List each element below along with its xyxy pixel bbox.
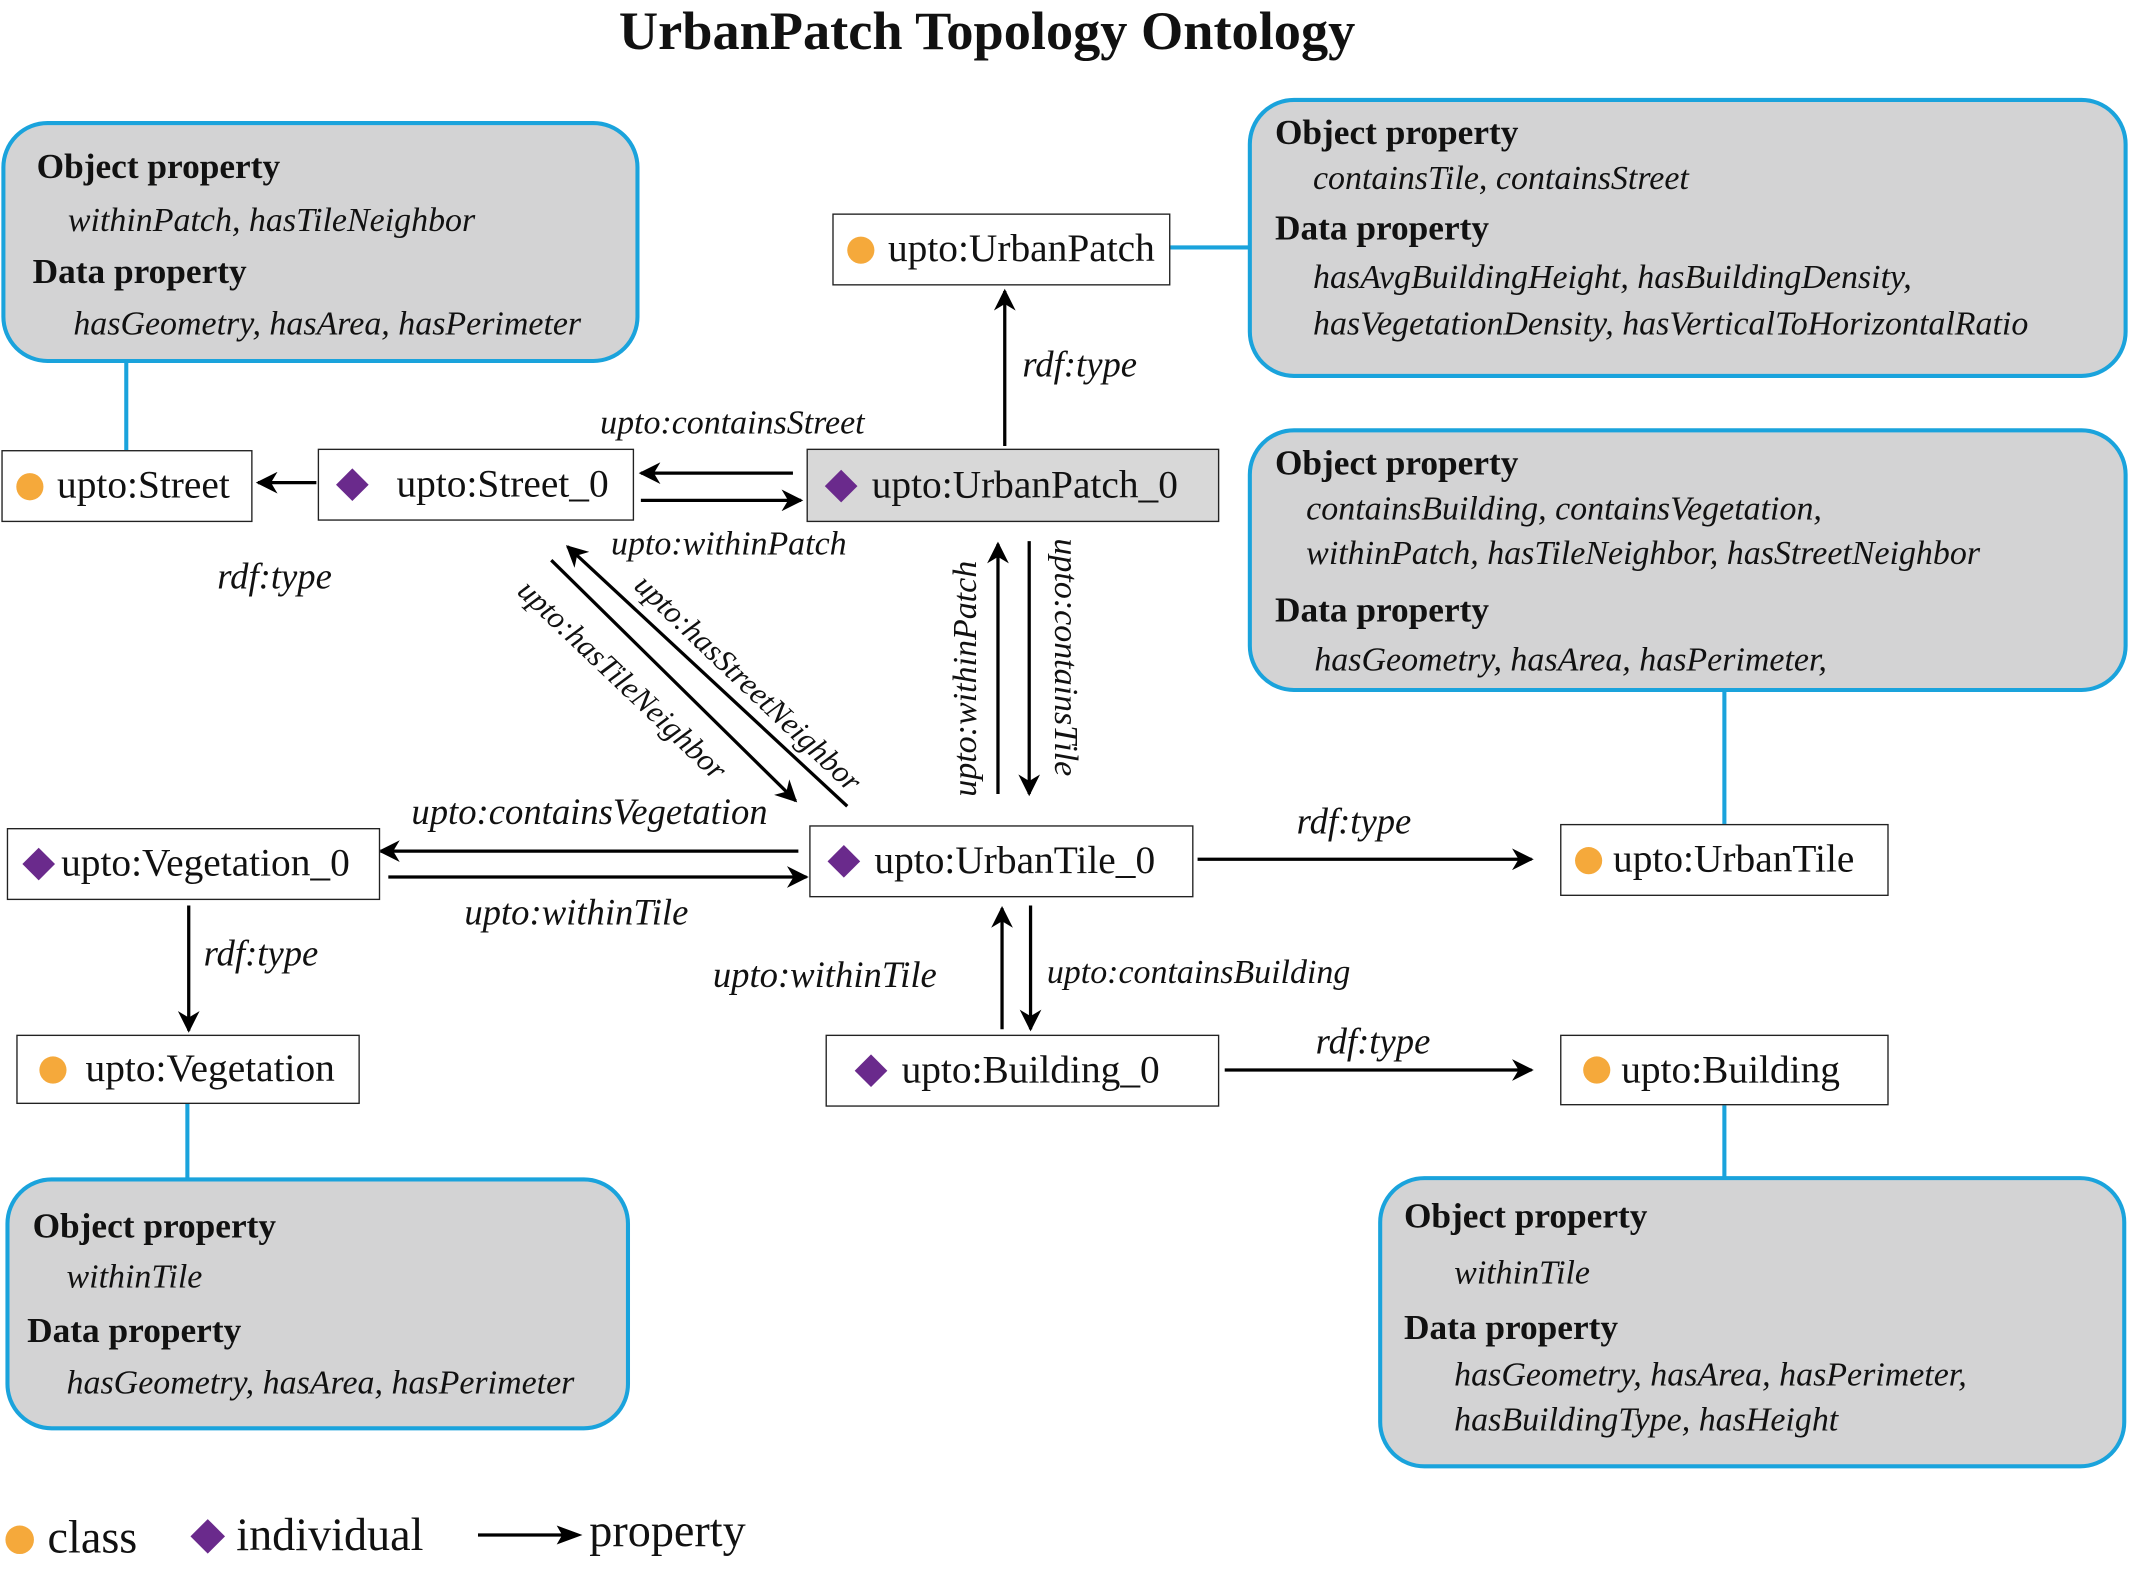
label-rdf-type-urbanpatch: rdf:type — [1022, 344, 1137, 385]
panel-street-data-value: hasGeometry, hasArea, hasPerimeter — [73, 305, 582, 343]
label-tile-within-patch: upto:withinPatch — [947, 561, 984, 797]
node-vegetation-class: upto:Vegetation — [16, 1034, 360, 1105]
label-contains-vegetation: upto:containsVegetation — [411, 791, 767, 832]
panel-vegetation-data-value: hasGeometry, hasArea, hasPerimeter — [66, 1365, 575, 1402]
diagram-title: UrbanPatch Topology Ontology — [618, 0, 1356, 62]
panel-building-data-value-1: hasGeometry, hasArea, hasPerimeter, — [1454, 1356, 1967, 1394]
individual-marker-icon — [22, 847, 56, 881]
panel-vegetation-object-value: withinTile — [66, 1259, 203, 1296]
legend-class-label: class — [47, 1513, 138, 1564]
label-vegetation-within-tile: upto:withinTile — [464, 892, 688, 933]
class-marker-icon — [5, 1524, 34, 1554]
node-label: upto:Street — [57, 463, 230, 508]
panel-vegetation-data-heading: Data property — [27, 1310, 242, 1351]
node-label: upto:Building — [1621, 1047, 1840, 1092]
panel-street: Object property withinPatch, hasTileNeig… — [1, 121, 640, 364]
panel-building-object-value: withinTile — [1454, 1254, 1591, 1292]
node-label: upto:Vegetation_0 — [61, 841, 350, 886]
label-street-within-patch: upto:withinPatch — [611, 526, 847, 563]
node-label: upto:UrbanPatch — [887, 227, 1155, 271]
node-label: upto:UrbanPatch_0 — [871, 462, 1178, 507]
label-rdf-type-vegetation: rdf:type — [204, 932, 319, 973]
panel-vegetation: Object property withinTile Data property… — [5, 1177, 631, 1431]
node-urbantile-class: upto:UrbanTile — [1560, 823, 1889, 896]
arrow-has-street-neighbor — [565, 545, 849, 808]
panel-urbantile-data-heading: Data property — [1274, 590, 1490, 630]
legend-arrow-icon — [477, 1525, 583, 1545]
label-rdf-type-urbantile: rdf:type — [1297, 800, 1412, 841]
node-urbanpatch-class: upto:UrbanPatch — [832, 213, 1171, 286]
node-label: upto:Building_0 — [901, 1048, 1160, 1092]
class-marker-icon — [847, 235, 875, 264]
label-has-tile-neighbor: upto:hasTileNeighbor — [511, 572, 735, 787]
individual-marker-icon — [824, 469, 858, 502]
label-rdf-type-building: rdf:type — [1316, 1021, 1431, 1062]
class-marker-icon — [39, 1055, 67, 1083]
label-contains-tile: upto:containsTile — [1047, 538, 1084, 776]
node-building-class: upto:Building — [1560, 1034, 1889, 1106]
node-label: upto:UrbanTile_0 — [874, 838, 1156, 883]
node-street-class: upto:Street — [1, 450, 253, 523]
legend-property-label: property — [589, 1506, 746, 1557]
individual-marker-icon — [854, 1054, 888, 1088]
node-street-0: upto:Street_0 — [317, 448, 635, 521]
panel-street-object-heading: Object property — [36, 146, 281, 187]
panel-street-object-value: withinPatch, hasTileNeighbor — [67, 202, 476, 240]
individual-marker-icon — [190, 1519, 226, 1554]
panel-urbantile-object-value-2: withinPatch, hasTileNeighbor, hasStreetN… — [1306, 535, 1981, 573]
node-urbanpatch-0: upto:UrbanPatch_0 — [806, 448, 1220, 523]
panel-urbantile: Object property containsBuilding, contai… — [1247, 428, 2128, 693]
panel-urbantile-object-heading: Object property — [1274, 443, 1519, 483]
label-building-within-tile: upto:withinTile — [713, 954, 937, 995]
label-has-street-neighbor: upto:hasStreetNeighbor — [628, 567, 870, 799]
panel-urbanpatch-data-value-2: hasVegetationDensity, hasVerticalToHoriz… — [1312, 305, 2029, 343]
legend-individual: individual — [190, 1511, 423, 1563]
label-rdf-type-street: rdf:type — [217, 556, 332, 597]
panel-urbanpatch-data-heading: Data property — [1274, 208, 1490, 248]
legend-class: class — [5, 1513, 137, 1565]
individual-marker-icon — [827, 844, 861, 878]
panel-building-object-heading: Object property — [1403, 1196, 1648, 1236]
individual-marker-icon — [336, 468, 369, 502]
panel-street-data-heading: Data property — [32, 251, 247, 291]
node-label: upto:Vegetation — [85, 1046, 335, 1091]
panel-building-data-heading: Data property — [1403, 1307, 1619, 1348]
class-marker-icon — [1575, 846, 1603, 874]
label-contains-street: upto:containsStreet — [600, 405, 866, 442]
node-urbantile-0: upto:UrbanTile_0 — [809, 825, 1194, 898]
node-building-0: upto:Building_0 — [825, 1034, 1220, 1107]
node-vegetation-0: upto:Vegetation_0 — [6, 828, 381, 901]
panel-urbanpatch: Object property containsTile, containsSt… — [1247, 97, 2128, 378]
arrow-has-tile-neighbor — [550, 558, 798, 803]
panel-building: Object property withinTile Data property… — [1378, 1176, 2127, 1469]
panel-urbantile-data-value: hasGeometry, hasArea, hasPerimeter, — [1314, 641, 1827, 679]
panel-vegetation-object-heading: Object property — [32, 1205, 277, 1246]
class-marker-icon — [16, 472, 44, 500]
label-contains-building: upto:containsBuilding — [1047, 954, 1350, 991]
panel-urbanpatch-object-value: containsTile, containsStreet — [1312, 160, 1689, 198]
panel-urbanpatch-data-value-1: hasAvgBuildingHeight, hasBuildingDensity… — [1312, 259, 1912, 297]
node-label: upto:Street_0 — [396, 462, 609, 506]
legend-property: property — [477, 1506, 746, 1558]
node-label: upto:UrbanTile — [1613, 837, 1855, 882]
panel-building-data-value-2: hasBuildingType, hasHeight — [1454, 1401, 1839, 1439]
legend-individual-label: individual — [236, 1510, 424, 1561]
class-marker-icon — [1583, 1056, 1611, 1084]
panel-urbanpatch-object-heading: Object property — [1274, 112, 1519, 153]
panel-urbantile-object-value-1: containsBuilding, containsVegetation, — [1306, 490, 1822, 528]
